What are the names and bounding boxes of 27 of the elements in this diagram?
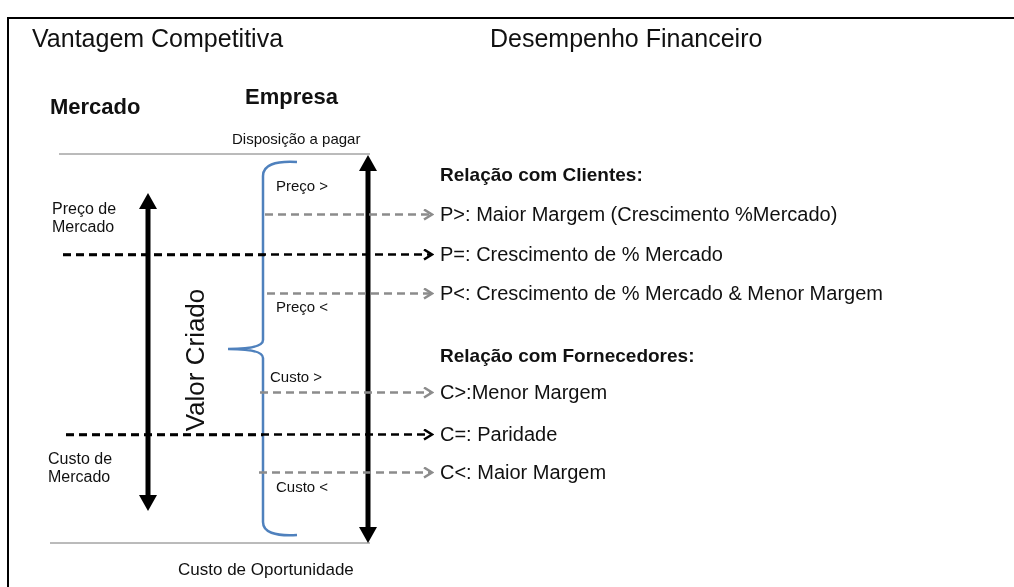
outcome-text: C<: Maior Margem [440, 461, 607, 484]
heading: Desempenho Financeiro [490, 24, 763, 53]
level-label: Preço de Mercado [52, 200, 118, 237]
range-label: Custo < [276, 478, 329, 496]
dashed-arrow [66, 428, 434, 441]
dashed-arrow [267, 287, 434, 300]
level-label: Custo de Mercado [48, 450, 114, 487]
dashed-arrow [259, 466, 434, 479]
section-heading: Relação com Clientes: [440, 164, 643, 186]
outcome-text: P<: Crescimento de % Mercado & Menor Margem [440, 282, 883, 305]
dashed-arrow [265, 208, 434, 221]
section-heading: Relação com Fornecedores: [440, 345, 695, 367]
range-label: Preço > [276, 177, 329, 195]
outcome-text: P>: Maior Margem (Crescimento %Mercado) [440, 203, 838, 226]
column-heading: Mercado [50, 94, 141, 120]
dashed-arrow [260, 386, 434, 399]
column-heading: Empresa [245, 84, 338, 110]
outcome-text: P=: Crescimento de % Mercado [440, 243, 723, 266]
level-label: Disposição a pagar [232, 130, 361, 148]
range-label: Preço < [276, 298, 329, 316]
heading: Vantagem Competitiva [32, 24, 284, 53]
axis-label: Valor Criado [181, 288, 211, 432]
range-label: Custo > [270, 368, 323, 386]
dashed-arrow [63, 248, 434, 261]
outcome-text: C>:Menor Margem [440, 381, 608, 404]
level-label: Custo de Oportunidade [178, 560, 354, 580]
outcome-text: C=: Paridade [440, 423, 558, 446]
